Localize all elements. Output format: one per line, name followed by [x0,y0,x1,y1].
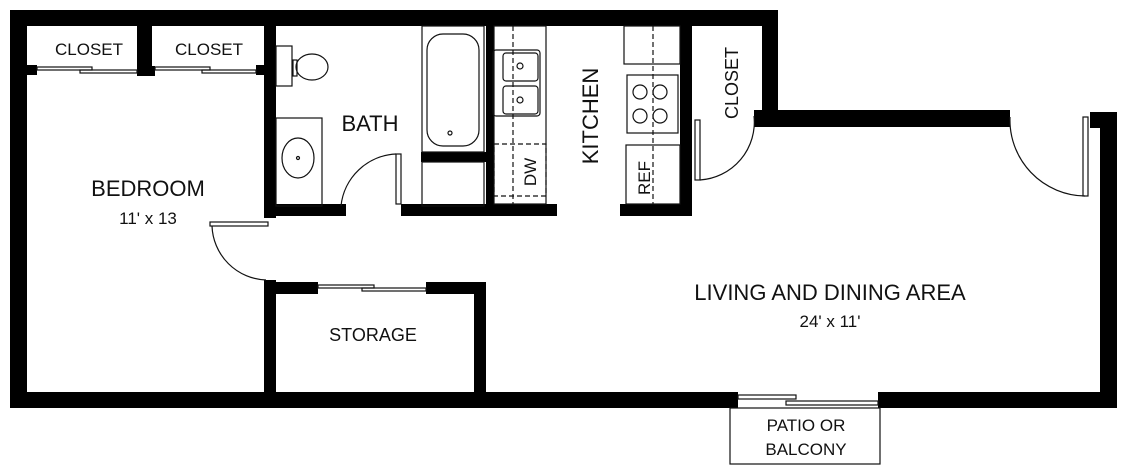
living-label: LIVING AND DINING AREA [694,280,966,305]
patio-label-line1: PATIO OR [767,416,846,435]
fixtures [36,25,1089,465]
closet-entry-label: CLOSET [722,47,742,119]
refrigerator-label: REF [635,161,654,195]
kitchen-label: KITCHEN [578,68,603,165]
closet-left-label: CLOSET [55,40,123,59]
bedroom-size: 11' x 13 [119,209,177,228]
labels: CLOSET CLOSET BEDROOM 11' x 13 BATH KITC… [55,40,966,459]
living-size: 24' x 11' [800,312,861,331]
bedroom-label: BEDROOM [91,176,205,201]
patio-label-line2: BALCONY [765,440,846,459]
closet-right-label: CLOSET [175,40,243,59]
dishwasher-label: DW [521,158,540,186]
storage-label: STORAGE [329,325,417,345]
bath-label: BATH [341,111,398,136]
walls [10,10,1117,408]
